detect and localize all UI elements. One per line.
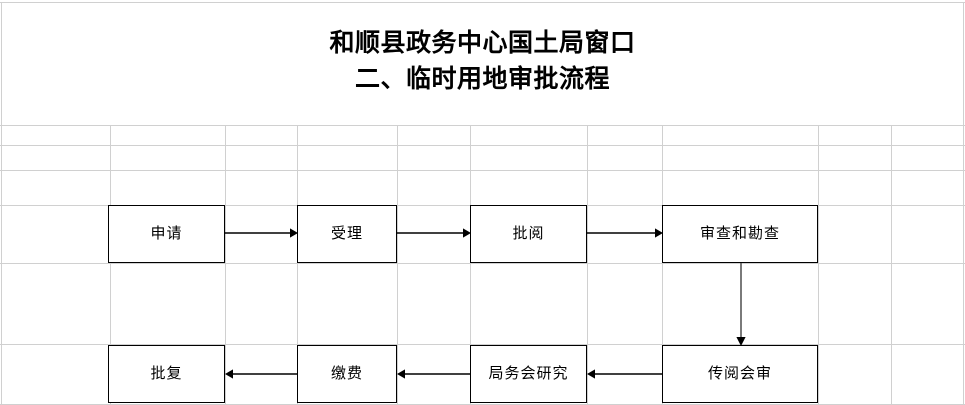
page-title: 和顺县政务中心国土局窗口 二、临时用地审批流程	[1, 2, 964, 122]
gridline-v	[1, 2, 2, 405]
gridline-h	[0, 145, 965, 146]
arrow-accept-to-review	[397, 226, 471, 240]
gridline-v	[891, 125, 892, 405]
gridline-v	[225, 125, 226, 405]
arrow-examine-to-circulate	[734, 263, 748, 346]
flow-node-reply[interactable]: 批复	[108, 345, 225, 403]
gridline-h	[0, 263, 965, 264]
gridline-v	[818, 125, 819, 405]
flow-node-circulate[interactable]: 传阅会审	[662, 345, 818, 403]
gridline-v	[963, 2, 964, 405]
gridline-v	[297, 125, 298, 405]
flow-node-examine[interactable]: 审查和勘查	[662, 205, 818, 263]
flow-node-meeting[interactable]: 局务会研究	[470, 345, 587, 403]
flow-node-review[interactable]: 批阅	[470, 205, 587, 263]
arrow-circulate-to-meeting	[587, 367, 663, 381]
gridline-v	[397, 125, 398, 405]
arrow-meeting-to-payment	[397, 367, 471, 381]
gridline-v	[470, 125, 471, 405]
gridline-h	[0, 344, 965, 345]
arrow-review-to-examine	[587, 226, 663, 240]
flow-node-apply[interactable]: 申请	[108, 205, 225, 263]
gridline-v	[662, 125, 663, 405]
arrow-apply-to-accept	[225, 226, 298, 240]
gridline-v	[587, 125, 588, 405]
title-line-1: 和顺县政务中心国土局窗口	[329, 29, 636, 57]
gridline-h	[0, 170, 965, 171]
arrow-payment-to-reply	[225, 367, 298, 381]
gridline-h	[0, 2, 965, 3]
gridline-h	[0, 125, 965, 126]
gridline-v	[110, 125, 111, 405]
flow-node-accept[interactable]: 受理	[297, 205, 397, 263]
title-line-2: 二、临时用地审批流程	[354, 66, 610, 93]
flow-node-payment[interactable]: 缴费	[297, 345, 397, 403]
